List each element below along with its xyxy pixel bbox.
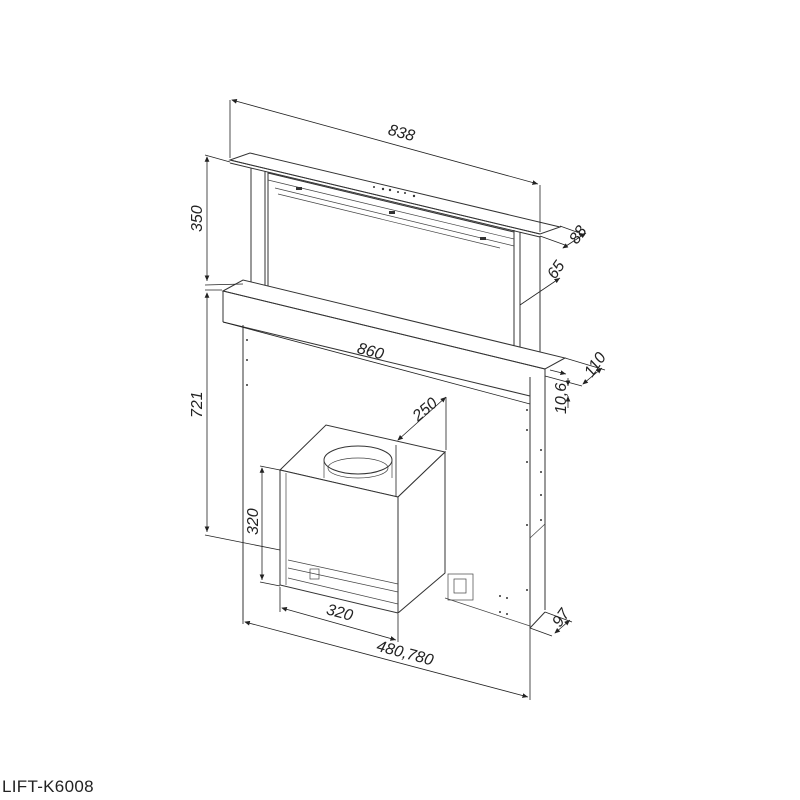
dim-bottom-depth: 97 bbox=[549, 605, 574, 630]
dim-base-thickness: 10,6 bbox=[553, 383, 570, 414]
dim-top-width: 838 bbox=[386, 122, 416, 145]
hood-body-housing bbox=[242, 325, 546, 629]
dim-motor-depth: 250 bbox=[409, 395, 441, 426]
dim-panel-height: 350 bbox=[189, 205, 206, 232]
dim-column-depth: 65 bbox=[544, 258, 568, 282]
motor-box bbox=[278, 424, 474, 615]
dim-base-width: 860 bbox=[355, 340, 385, 363]
dim-motor-width: 320 bbox=[324, 601, 354, 624]
dimension-lines bbox=[204, 98, 606, 700]
model-name: LIFT-K6008 bbox=[2, 777, 94, 796]
dim-base-depth: 110 bbox=[581, 350, 610, 381]
dim-body-height: 721 bbox=[189, 391, 206, 418]
dim-motor-height: 320 bbox=[245, 508, 262, 535]
